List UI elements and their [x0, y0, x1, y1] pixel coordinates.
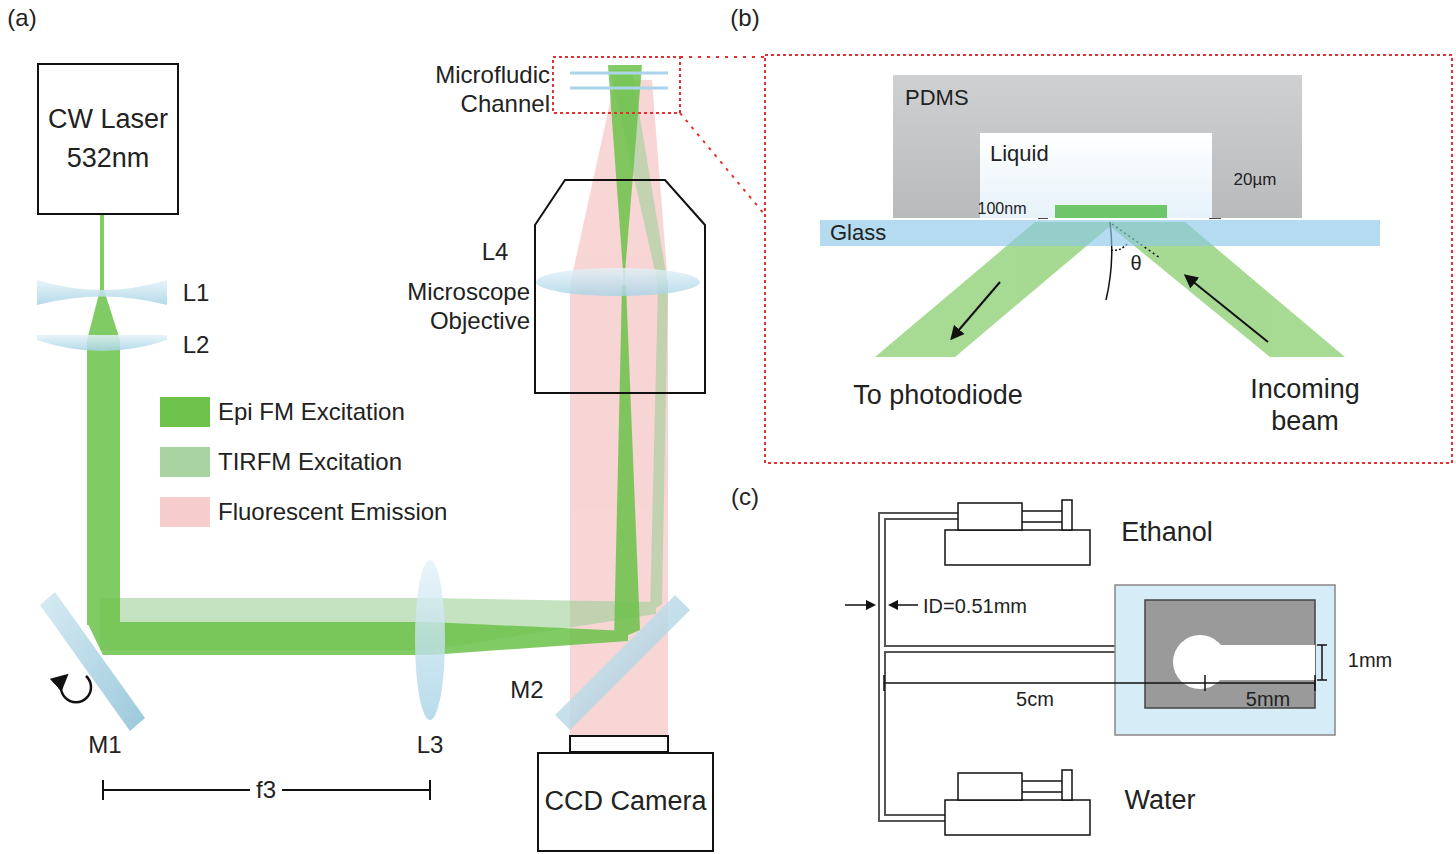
detail-box — [765, 55, 1452, 463]
legend-text: Epi FM Excitation — [218, 398, 405, 426]
lens-l2 — [37, 335, 167, 351]
camera-box: CCD Camera — [537, 752, 714, 852]
legend-entry: Fluorescent Emission — [160, 497, 447, 527]
label: 5cm — [1016, 687, 1054, 711]
label: L3 — [417, 731, 444, 760]
objective-outline — [535, 180, 705, 393]
node-text: PDMS — [905, 85, 1290, 111]
label: 100nm — [978, 199, 1027, 218]
lens-l3 — [415, 560, 445, 720]
label: θ — [1130, 251, 1141, 275]
label: L1 — [183, 279, 210, 308]
label: (a) — [7, 4, 36, 33]
label: 1mm — [1348, 648, 1392, 672]
label: Water — [1124, 784, 1195, 816]
beam-arrows — [952, 276, 1268, 342]
label: (c) — [731, 483, 759, 512]
chip-channel — [1173, 635, 1315, 689]
mirror-m2 — [555, 595, 690, 730]
legend-entry: TIRFM Excitation — [160, 447, 402, 477]
laser-box: CW Laser 532nm — [37, 63, 179, 215]
label: L4 — [482, 238, 509, 267]
channel-walls — [570, 73, 668, 88]
legend-swatch — [160, 447, 210, 477]
tirf-beam — [100, 70, 668, 650]
zoom-leaders — [680, 57, 765, 215]
node-text: CW Laser 532nm — [39, 100, 177, 178]
node-text: CCD Camera — [544, 782, 706, 821]
label: M2 — [510, 676, 543, 705]
lens-l1 — [37, 280, 167, 305]
label: 20µm — [1234, 170, 1277, 190]
zoom-box — [553, 57, 680, 113]
objective-lens — [536, 268, 700, 296]
chip-glass — [1115, 585, 1335, 735]
label: 5mm — [1246, 687, 1290, 711]
label: (b) — [730, 4, 759, 33]
syringe-pump — [945, 500, 1090, 835]
label: Microfludic Channel — [390, 61, 550, 119]
label: f3 — [250, 776, 282, 805]
dimension-lines — [845, 605, 1327, 691]
label: Ethanol — [1121, 516, 1213, 548]
camera-front — [570, 736, 668, 752]
rotation-arrow — [61, 676, 91, 702]
node-text: Liquid — [990, 141, 1202, 167]
mirror-m1 — [40, 592, 145, 731]
label: ID=0.51mm — [923, 594, 1027, 618]
glass-slide: Glass — [820, 220, 1380, 246]
node-text: Glass — [830, 220, 886, 246]
legend-swatch — [160, 497, 210, 527]
legend-swatch — [160, 397, 210, 427]
legend-entry: Epi FM Excitation — [160, 397, 405, 427]
label: Microscope Objective — [360, 278, 530, 336]
pdms-block: PDMS Liquid — [893, 75, 1302, 218]
label: M1 — [88, 731, 121, 760]
legend-text: TIRFM Excitation — [218, 448, 402, 476]
label: To photodiode — [853, 379, 1023, 411]
label: Incoming beam — [1220, 373, 1390, 438]
label: L2 — [183, 331, 210, 360]
legend-text: Fluorescent Emission — [218, 498, 447, 526]
